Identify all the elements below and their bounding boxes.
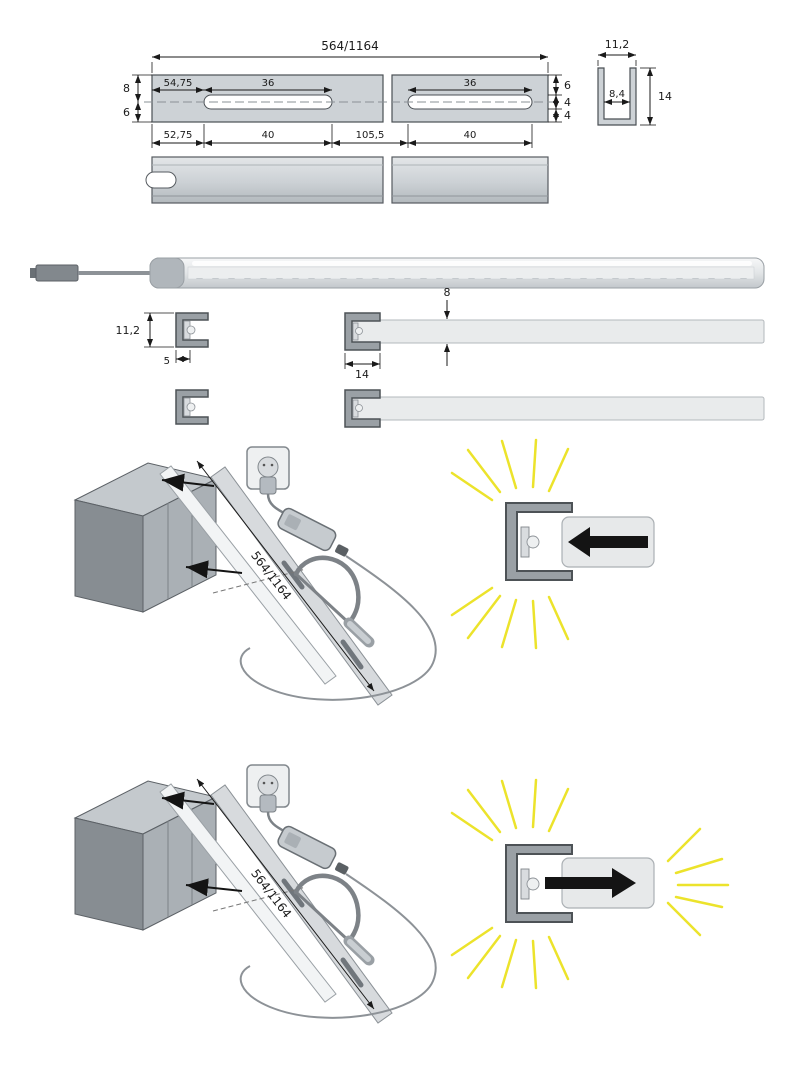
dim-bottom-left-offset: 52,75 — [164, 130, 193, 141]
channel-section-small-a — [175, 312, 209, 348]
assembly-step-1 — [75, 438, 655, 705]
dim-right-top: 6 — [564, 79, 571, 92]
channel-schematic-1 — [505, 502, 573, 581]
dim-bottom-slot-right: 40 — [464, 130, 477, 141]
light-rays-top-2 — [450, 778, 570, 842]
insertion-schematic-2 — [450, 778, 730, 990]
led-strip-illustration — [30, 257, 765, 289]
dim-right-mid: 4 — [564, 96, 571, 109]
dim-bottom-slot-left: 40 — [262, 130, 275, 141]
channel-section-large-a — [344, 312, 381, 351]
light-rays-right-2 — [666, 827, 730, 937]
dim-overall-length: 564/1164 — [321, 39, 379, 53]
strip-connector — [35, 264, 79, 282]
dim-right-bottom: 4 — [564, 109, 571, 122]
assembly-parts-2 — [75, 765, 436, 1023]
dim-section-inset: 5 — [164, 356, 170, 367]
profile-section-views: 11,2 5 8 14 — [116, 286, 765, 428]
strip-end-cap — [149, 257, 185, 289]
plug-tip — [30, 268, 40, 278]
dim-height-bottom: 6 — [123, 106, 130, 119]
assembly-parts-1 — [75, 447, 436, 705]
light-rays-bottom-2 — [450, 926, 570, 990]
dim-left-offset: 54,75 — [164, 78, 193, 89]
dim-section-width: 14 — [355, 368, 369, 381]
channel-schematic-2 — [505, 844, 573, 923]
light-guide-a — [349, 319, 765, 344]
insert-arrow-icon — [568, 527, 648, 557]
dim-slot-right: 36 — [464, 78, 477, 89]
insertion-schematic-1 — [450, 438, 655, 650]
channel-section-small-b — [175, 389, 209, 425]
light-rays-top-1 — [450, 438, 570, 502]
assembly-step-2 — [75, 765, 730, 1023]
profile-cross-section: 11,2 8,4 14 — [597, 38, 672, 126]
dim-bottom-gap: 105,5 — [356, 130, 385, 141]
dim-section-height: 11,2 — [116, 324, 141, 337]
dim-cs-inner-width: 8,4 — [609, 89, 625, 100]
dimension-drawing: 564/1164 54,75 36 36 8 6 6 4 — [123, 38, 672, 204]
dim-strip-thickness: 8 — [444, 286, 451, 299]
channel-section-large-b — [344, 389, 381, 428]
strip-highlight — [192, 261, 752, 266]
dim-height-top: 8 — [123, 82, 130, 95]
light-direction-arrow-icon — [545, 868, 636, 898]
light-rays-bottom-1 — [450, 586, 570, 650]
dim-cs-outer-width: 11,2 — [605, 38, 630, 51]
led-row — [187, 266, 755, 280]
dim-cs-height: 14 — [658, 90, 672, 103]
profile-top-view — [144, 74, 556, 123]
end-notch — [145, 171, 177, 189]
dim-slot-left: 36 — [262, 78, 275, 89]
light-guide-b — [349, 396, 765, 421]
profile-side-view — [145, 156, 549, 204]
